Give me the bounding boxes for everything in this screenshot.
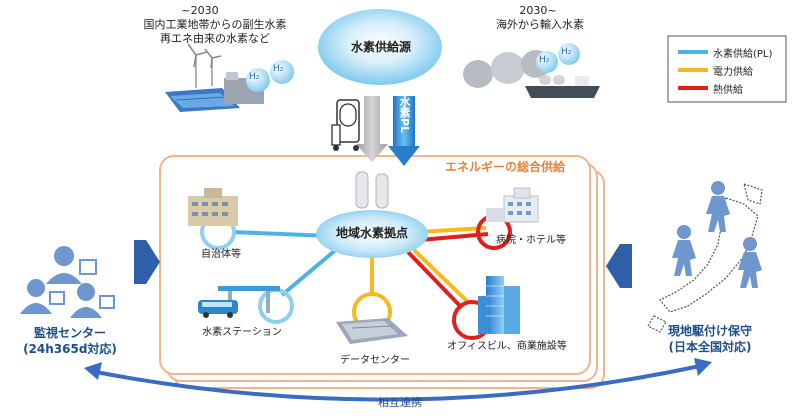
- left-source-year: ~2030: [181, 4, 219, 17]
- imported-hydrogen-icon: [463, 43, 600, 98]
- hydrogen-pipeline-arrow: [388, 96, 420, 166]
- office-commercial-node: [452, 276, 520, 340]
- legend-hydrogen-label: 水素供給(PL): [713, 49, 773, 60]
- legend-power-label: 電力供給: [713, 67, 753, 78]
- monitoring-label: 監視センター: [33, 326, 106, 340]
- h2-label-2: H₂: [273, 64, 284, 74]
- data-center-label: データセンター: [340, 355, 410, 366]
- transport-arrow: [356, 96, 388, 162]
- japan-map-icon: [647, 183, 763, 333]
- maintenance-label: 現地駆付け保守: [667, 324, 752, 338]
- legend-heat-label: 熱供給: [713, 85, 743, 96]
- office-commercial-label: オフィスビル、商業施設等: [447, 341, 567, 352]
- hydrogen-source-cloud: [318, 9, 442, 85]
- hub-tank-icon: [355, 171, 389, 209]
- hospital-hotel-node: [476, 187, 539, 250]
- hydrogen-truck-icon: [331, 99, 360, 151]
- maintenance-coverage: (日本全国対応): [668, 340, 752, 354]
- right-source-line1: 海外から輸入水素: [496, 18, 584, 31]
- maintenance-arrow: [606, 244, 632, 288]
- field-engineer-icons: [672, 181, 762, 288]
- left-source-line1: 国内工業地帯からの副生水素: [143, 18, 287, 31]
- hydrogen-lines: [231, 230, 340, 297]
- left-source-line2: 再エネ由来の水素など: [160, 32, 270, 45]
- h2-label-4: H₂: [561, 47, 572, 57]
- local-government-label: 自治体等: [201, 249, 241, 260]
- energy-supply-title: エネルギーの総合供給: [444, 160, 565, 174]
- hydrogen-station-label: 水素ステーション: [202, 327, 282, 338]
- monitoring-arrow: [134, 240, 160, 284]
- hospital-hotel-label: 病院・ホテル等: [496, 235, 566, 246]
- monitoring-hours: (24h365d対応): [23, 342, 117, 356]
- regional-hub: [316, 210, 428, 258]
- right-source-year: 2030~: [519, 4, 557, 17]
- h2-label-3: H₂: [539, 55, 550, 65]
- data-center-node: [336, 292, 408, 344]
- h2-label-1: H₂: [249, 72, 260, 82]
- hydrogen-source-title: 水素供給源: [350, 40, 411, 54]
- cooperation-arrow: [95, 364, 701, 402]
- local-government-node: [188, 188, 238, 250]
- power-lines: [370, 226, 487, 304]
- cooperation-arrowhead-right: [694, 358, 712, 376]
- cooperation-arrowhead-left: [84, 362, 102, 380]
- cooperation-label: 相互連携: [378, 396, 422, 409]
- hydrogen-station-node: [198, 286, 294, 324]
- industrial-hydrogen-icon: [165, 43, 294, 112]
- monitoring-staff-icon: [20, 246, 115, 318]
- legend-box: [667, 35, 787, 103]
- hub-label: 地域水素拠点: [335, 226, 408, 240]
- pipeline-label: 水素PL: [398, 96, 411, 134]
